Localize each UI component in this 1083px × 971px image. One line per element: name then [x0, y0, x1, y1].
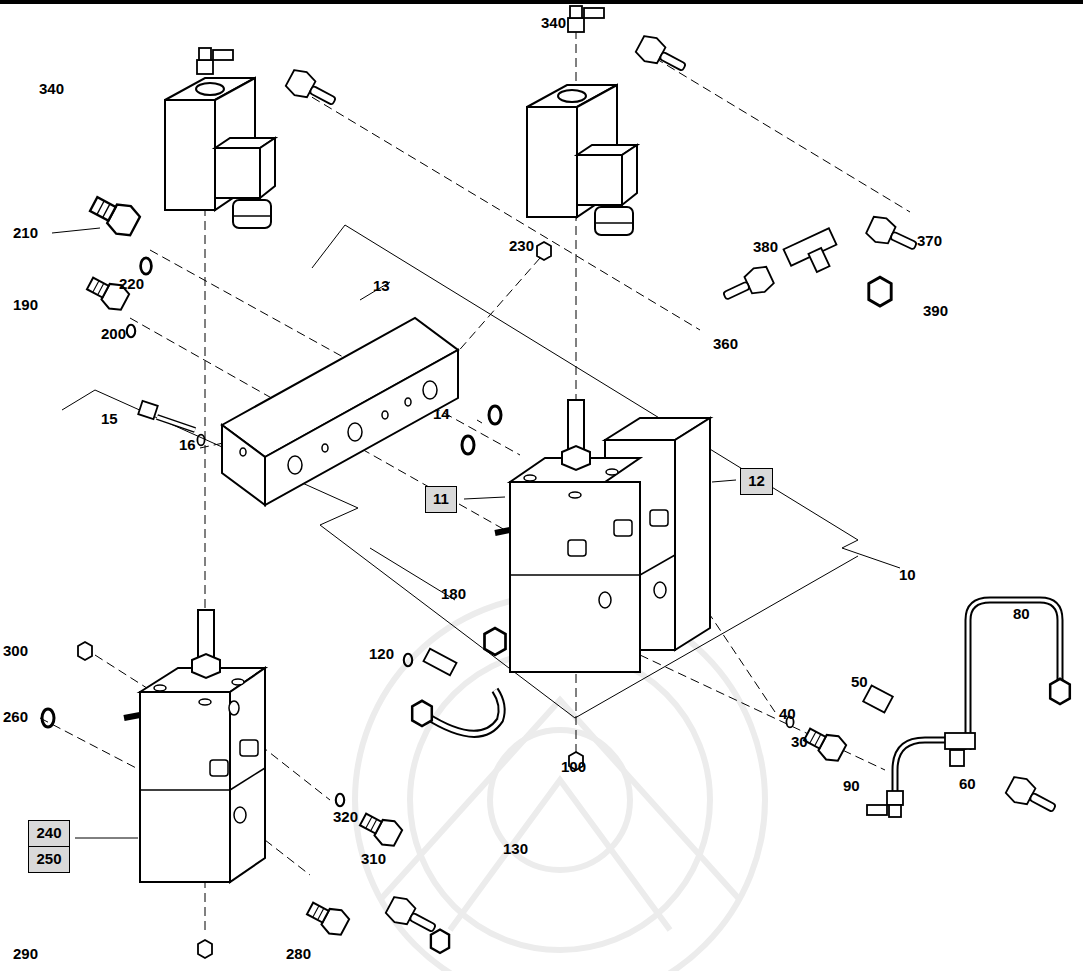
callout-number: 280 [285, 945, 312, 962]
part-number-box: 12 [740, 468, 773, 495]
callout-number: 370 [916, 232, 943, 249]
callout-number: 380 [752, 238, 779, 255]
callout-number: 230 [508, 237, 535, 254]
callout-number: 250 [29, 847, 69, 870]
callout-number: 220 [118, 275, 145, 292]
callout-number: 11 [426, 487, 456, 510]
callout-number: 260 [2, 708, 29, 725]
callout-number: 12 [741, 469, 772, 492]
callout-number: 16 [178, 436, 197, 453]
callout-number: 240 [29, 821, 69, 844]
callout-number: 100 [560, 758, 587, 775]
callout-number: 15 [100, 410, 119, 427]
part-number-box: 250 [28, 846, 70, 873]
callout-number: 60 [958, 775, 977, 792]
callout-number: 13 [372, 277, 391, 294]
callout-number: 360 [712, 335, 739, 352]
callout-number: 10 [898, 566, 917, 583]
callout-number: 90 [842, 777, 861, 794]
callout-number: 390 [922, 302, 949, 319]
callout-number: 180 [440, 585, 467, 602]
callout-number: 40 [778, 705, 797, 722]
callout-number: 290 [12, 945, 39, 962]
callout-number: 340 [38, 80, 65, 97]
callout-number: 310 [360, 850, 387, 867]
part-number-box: 240 [28, 820, 70, 847]
callout-number: 190 [12, 296, 39, 313]
callout-number: 200 [100, 325, 127, 342]
callout-number: 50 [850, 673, 869, 690]
callout-number: 320 [332, 808, 359, 825]
callout-number: 14 [432, 405, 451, 422]
callout-number: 30 [790, 733, 809, 750]
callout-number: 210 [12, 224, 39, 241]
callout-number: 80 [1012, 605, 1031, 622]
part-number-box: 11 [425, 486, 457, 513]
callout-number: 130 [502, 840, 529, 857]
callout-number: 300 [2, 642, 29, 659]
callout-number: 340 [540, 14, 567, 31]
callout-number: 120 [368, 645, 395, 662]
